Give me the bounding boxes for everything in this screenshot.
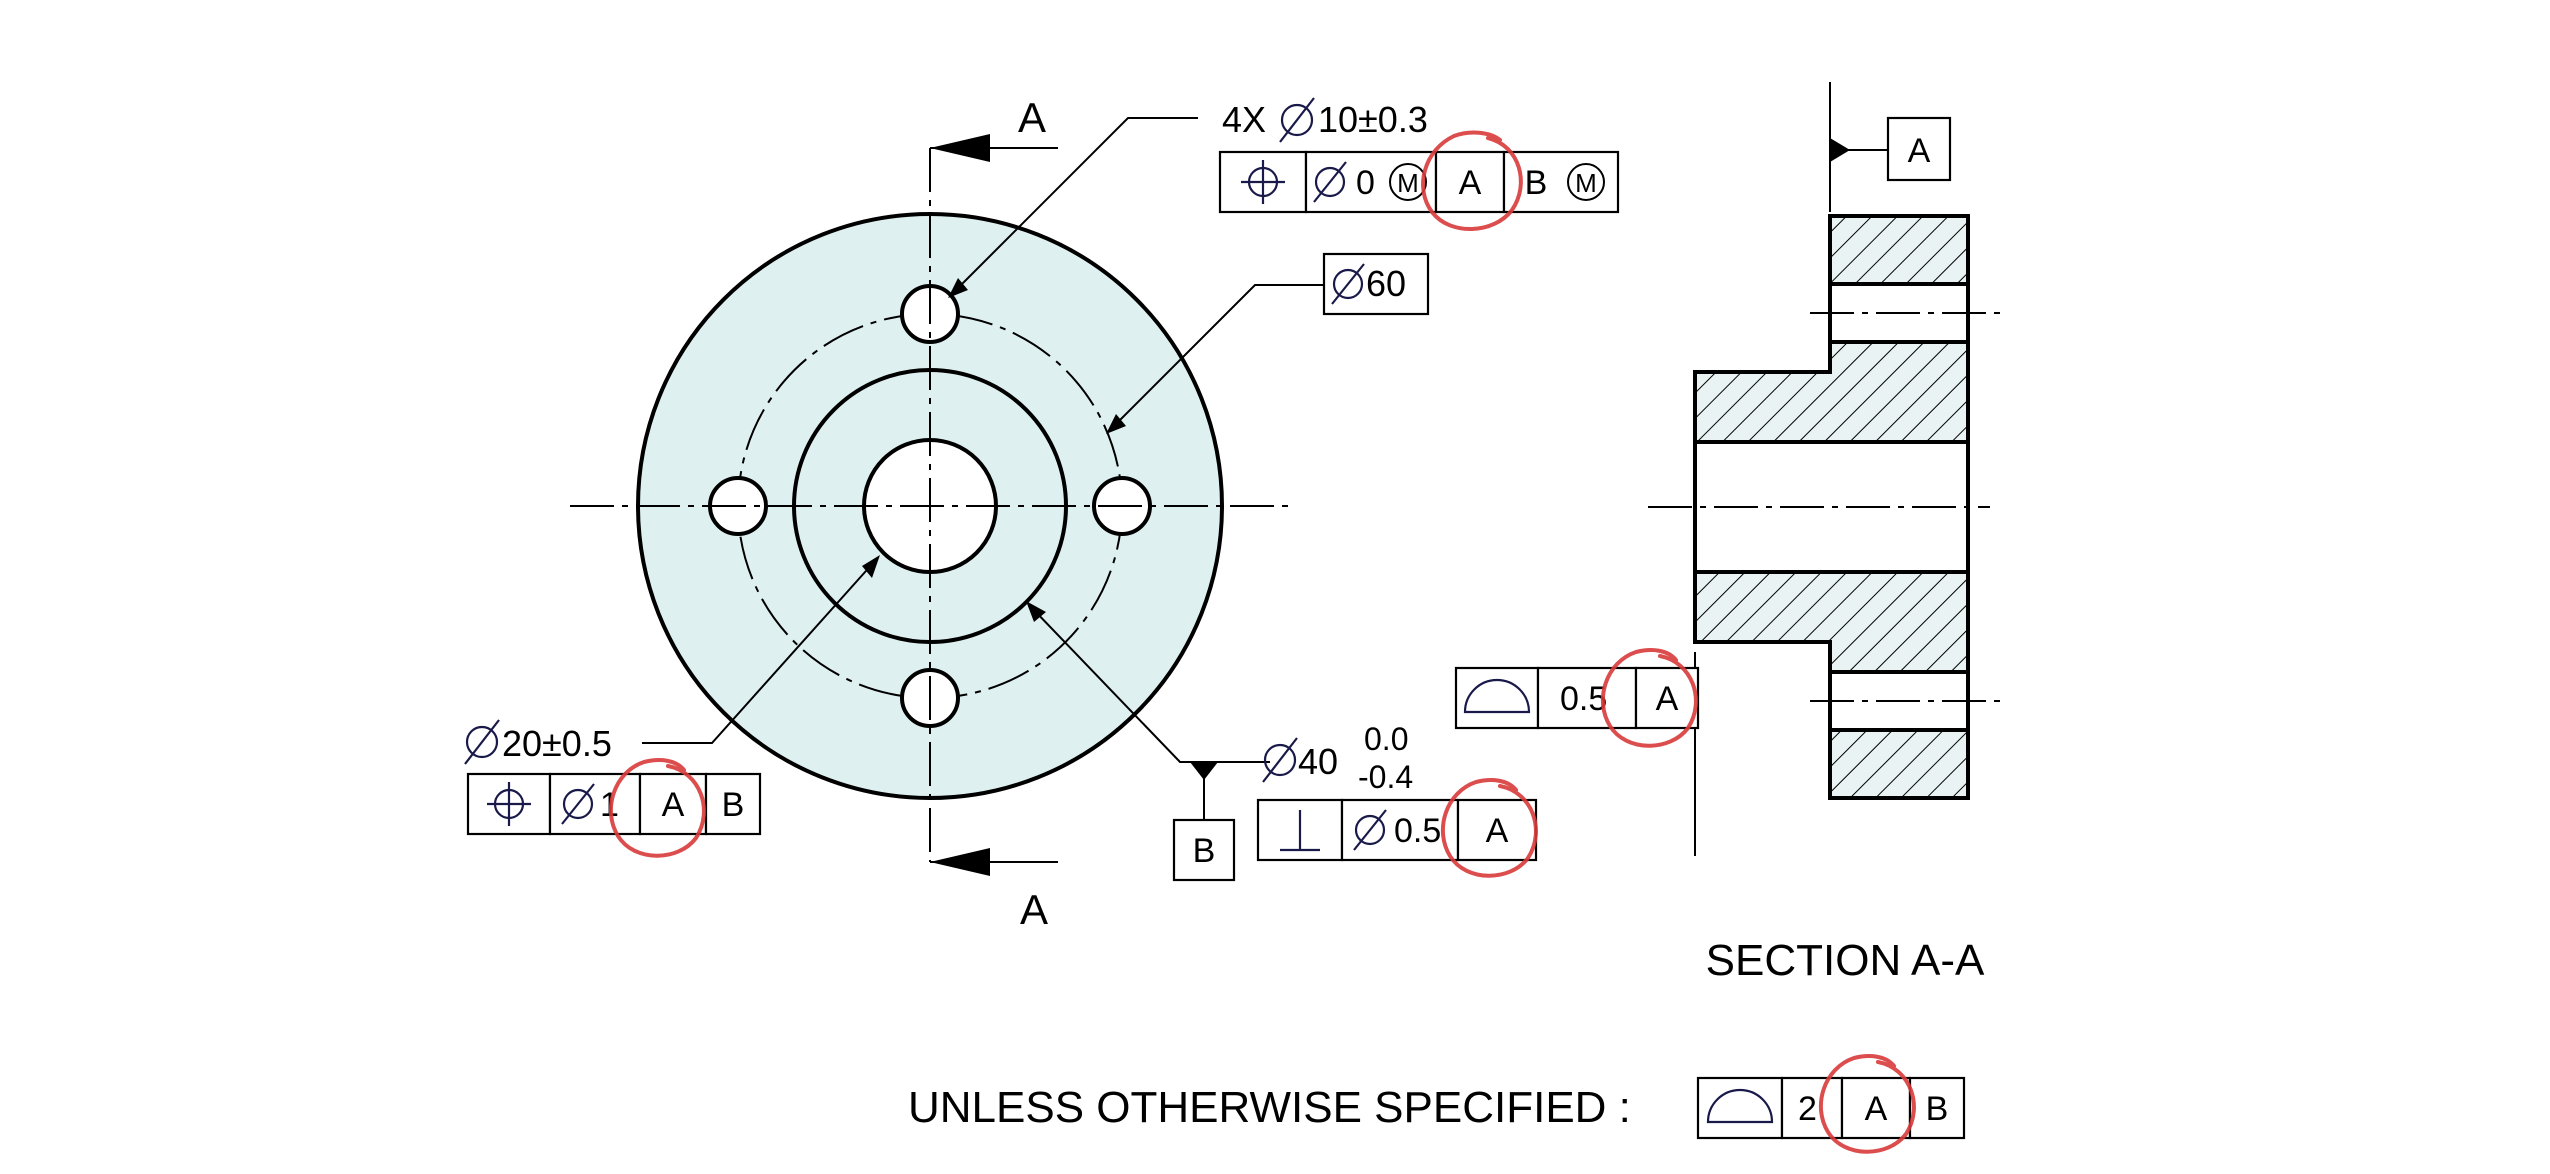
hatch-flange-top <box>1828 214 1970 286</box>
fcf-holes-datum-b: B <box>1525 164 1548 202</box>
section-arrow-bottom-icon <box>930 848 990 876</box>
diameter-icon <box>1353 809 1387 851</box>
fcf-face: 0.5 A <box>1454 666 1700 730</box>
fcf-holes: 0 M A B M <box>1218 150 1620 214</box>
general-note-datum-a: A <box>1865 1090 1888 1128</box>
leader-arrow-icon <box>862 555 880 578</box>
front-view: A A <box>570 94 1290 933</box>
leader-arrow-icon <box>1026 601 1046 622</box>
section-title: SECTION A-A <box>1706 936 1985 985</box>
section-arrow-top-icon <box>930 134 990 162</box>
position-icon <box>487 782 531 826</box>
hole-note: 4X 10±0.3 <box>1222 97 1428 143</box>
boss-note: B 40 0.0 -0.4 <box>1172 721 1413 882</box>
diameter-icon <box>1279 97 1315 143</box>
fcf-holes-datum-modifier: M <box>1575 168 1597 198</box>
diameter-icon <box>1262 737 1298 783</box>
hatch-hub-bottom <box>1693 570 1970 674</box>
fcf-bore-datum-b: B <box>722 786 745 824</box>
fcf-boss-datum: A <box>1486 812 1509 850</box>
section-view: A <box>1648 82 2006 856</box>
markup-circle <box>1600 648 1698 748</box>
section-letter-bottom: A <box>1020 886 1048 933</box>
diameter-icon <box>1313 161 1347 203</box>
fcf-face-datum: A <box>1656 680 1679 718</box>
fcf-bore-datum-a: A <box>662 786 685 824</box>
markup-circle <box>1421 130 1523 231</box>
general-note-tolerance: 2 <box>1798 1090 1817 1128</box>
markup-circles <box>608 130 1916 1154</box>
bolt-circle-note: 60 <box>1322 252 1430 316</box>
boss-diameter: 40 <box>1298 741 1338 782</box>
diameter-icon <box>464 719 500 765</box>
fcf-bore: 1 A B <box>466 772 762 836</box>
perpendicularity-icon <box>1280 810 1320 852</box>
surface-profile-icon <box>1706 1088 1774 1124</box>
fcf-holes-modifier: M <box>1397 168 1419 198</box>
bore-note: 20±0.5 <box>464 719 612 765</box>
bolt-circle-diameter: 60 <box>1366 263 1406 304</box>
general-note-label: UNLESS OTHERWISE SPECIFIED : <box>908 1083 1631 1132</box>
hole-count: 4X <box>1222 99 1266 140</box>
general-note-datum-b: B <box>1926 1090 1949 1128</box>
fcf-boss: 0.5 A <box>1256 798 1538 862</box>
diameter-icon <box>561 783 595 825</box>
datum-b-letter: B <box>1193 832 1216 870</box>
leader-arrow-icon <box>948 278 968 298</box>
datum-a-letter: A <box>1908 132 1931 170</box>
boss-upper-tol: 0.0 <box>1364 721 1408 757</box>
hole-diameter: 10±0.3 <box>1318 99 1428 140</box>
boss-lower-tol: -0.4 <box>1358 759 1413 795</box>
diameter-icon <box>1331 263 1365 305</box>
markup-circle <box>608 758 706 858</box>
section-letter-top: A <box>1018 94 1046 141</box>
general-note: UNLESS OTHERWISE SPECIFIED : 2 A B <box>908 1076 1966 1140</box>
surface-profile-icon <box>1463 678 1531 714</box>
hatch-hub-top <box>1693 340 1970 444</box>
markup-circle <box>1818 1054 1916 1154</box>
fcf-face-tolerance: 0.5 <box>1560 680 1607 718</box>
fcf-holes-tolerance: 0 <box>1356 164 1375 202</box>
bore-diameter: 20±0.5 <box>502 723 612 764</box>
leader-arrow-icon <box>1106 414 1126 434</box>
position-icon <box>1241 160 1285 204</box>
hatch-flange-bottom <box>1828 728 1970 800</box>
datum-triangle-icon <box>1190 762 1218 780</box>
datum-triangle-icon <box>1830 138 1850 162</box>
fcf-boss-tolerance: 0.5 <box>1394 812 1441 850</box>
markup-circle <box>1440 778 1538 878</box>
fcf-holes-datum-a: A <box>1459 164 1482 202</box>
